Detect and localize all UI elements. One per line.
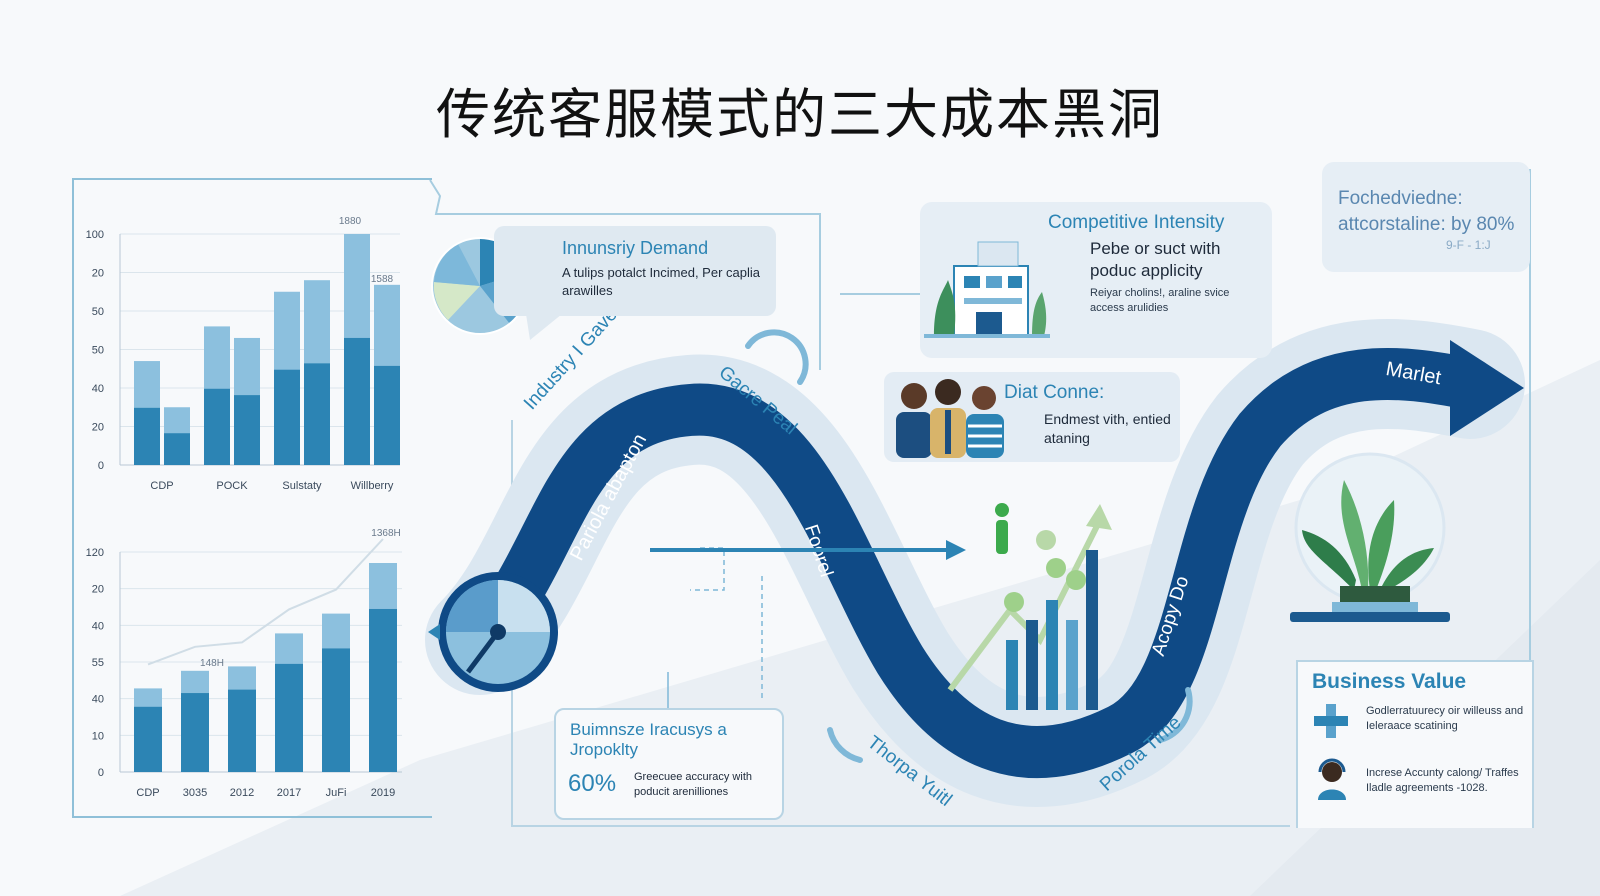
business-value-panel: Business Value Godlerratuurecy oir wille… <box>1296 660 1534 828</box>
demand-text: A tulips potalct Incimed, Per caplia ara… <box>562 265 760 298</box>
chart1-ytick: 20 <box>92 422 104 434</box>
plant-globe-icon <box>1290 452 1450 622</box>
data-conne-heading: Diat Conne: <box>1004 382 1105 403</box>
chart1-annotation: 1880 <box>339 216 362 227</box>
chart2-bar <box>322 648 350 772</box>
chart1-ytick: 50 <box>92 345 104 357</box>
top-right-text: Fochedviedne: attcorstaline: by 80% <box>1338 188 1515 235</box>
chart1-ytick: 50 <box>92 306 104 318</box>
chart1-bar <box>164 433 190 465</box>
support-agent-icon <box>1318 758 1346 800</box>
data-conne-card: Diat Conne: Endmest vith, entied ataning <box>884 372 1180 462</box>
chart2-bar <box>369 608 397 772</box>
market-arrow-head <box>1450 340 1524 436</box>
chart2-annotation: 148H <box>200 658 224 669</box>
chart1-bar <box>234 395 260 465</box>
building-icon <box>924 241 1050 338</box>
chart1-ytick: 40 <box>92 383 104 395</box>
chart2-xtick: JuFi <box>326 787 347 799</box>
chart1-bar <box>304 363 330 465</box>
demand-heading: Innunsriy Demand <box>562 238 709 258</box>
chart1-bar <box>344 337 370 465</box>
globe-compass-icon <box>428 572 558 692</box>
chart2-ytick: 120 <box>86 547 104 559</box>
chart1-xtick: Sulstaty <box>282 480 322 492</box>
chart2-xtick: CDP <box>136 787 159 799</box>
chart2-xtick: 3035 <box>183 787 207 799</box>
top-right-suffix: 9-F - 1:J <box>1446 238 1491 252</box>
accuracy-box: Buimnsze Iracusys a Jropoklty 60% Greecu… <box>554 708 784 820</box>
people-icon <box>896 379 1004 458</box>
growth-chart-icon <box>947 503 1112 710</box>
chart2-trend-line <box>147 538 384 666</box>
chart2-ytick: 20 <box>92 584 104 596</box>
chart2-bar <box>228 689 256 772</box>
page-title: 传统客服模式的三大成本黑洞 <box>436 83 1164 146</box>
chart2-xtick: 2017 <box>277 787 301 799</box>
chart2-annotation: 1368H <box>371 528 400 539</box>
chart1-bar <box>274 369 300 465</box>
chart2-bar <box>181 693 209 772</box>
chart1-bar <box>204 388 230 465</box>
chart1-ytick: 100 <box>86 229 104 241</box>
chart2-bar <box>134 706 162 772</box>
competitive-card: Competitive Intensity Pebe or suct with … <box>920 202 1272 358</box>
right-arrow-icon <box>650 540 966 560</box>
chart2-ytick: 40 <box>92 620 104 632</box>
chart1-xtick: Willberry <box>351 480 394 492</box>
chart1-bar <box>374 365 400 465</box>
chart2-xtick: 2019 <box>371 787 395 799</box>
chart1-bar <box>134 407 160 465</box>
data-conne-text: Endmest vith, entied ataning <box>1044 411 1171 446</box>
accuracy-percent: 60% <box>568 770 617 797</box>
business-value-item-1: Godlerratuurecy oir willeuss and Ieleraa… <box>1366 705 1524 732</box>
bubble-tail <box>526 314 562 340</box>
plus-icon <box>1314 704 1348 738</box>
demand-bubble: Innunsriy Demand A tulips potalct Incime… <box>494 226 776 316</box>
chart2-ytick: 10 <box>92 730 104 742</box>
business-value-heading: Business Value <box>1312 670 1467 693</box>
left-charts-panel <box>72 178 432 818</box>
business-value-item-2: Increse Accunty calong/ Traffes Iladle a… <box>1366 767 1519 794</box>
chart1-annotation: 1588 <box>371 274 394 285</box>
chart2-ytick: 40 <box>92 694 104 706</box>
top-right-stat-card: Fochedviedne: attcorstaline: by 80% 9-F … <box>1322 162 1530 272</box>
competitive-detail: Reiyar cholins!, araline svice access ar… <box>1090 287 1230 314</box>
chart1-ytick: 20 <box>92 268 104 280</box>
accuracy-heading: Buimnsze Iracusys a Jropoklty <box>570 720 727 759</box>
chart1-xtick: CDP <box>150 480 173 492</box>
chart2-ytick: 0 <box>98 767 104 779</box>
chart2-ytick: 55 <box>92 657 104 669</box>
accuracy-text: Greecuee accuracy with poducit arenillio… <box>634 771 752 798</box>
chart1-xtick: POCK <box>216 480 248 492</box>
chart1-ytick: 0 <box>98 460 104 472</box>
chart2-xtick: 2012 <box>230 787 254 799</box>
chart2-bar <box>275 663 303 772</box>
competitive-heading: Competitive Intensity <box>1048 212 1225 233</box>
competitive-subtext: Pebe or suct with poduc applicity <box>1090 239 1221 280</box>
